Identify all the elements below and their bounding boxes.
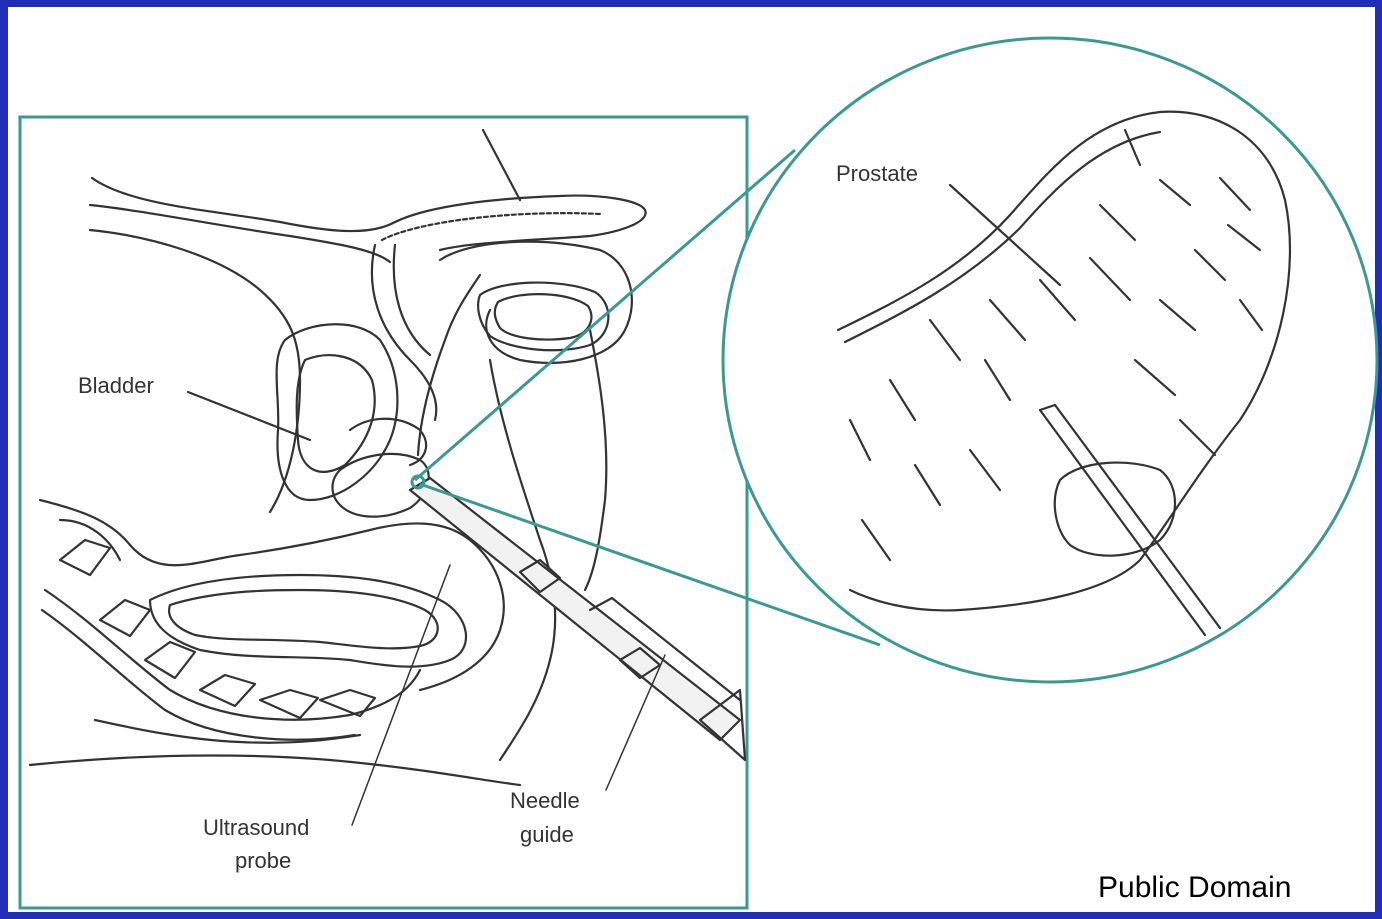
- magnified-view-border: [723, 38, 1377, 682]
- credit-text: Public Domain: [1098, 871, 1291, 904]
- ultrasound-probe-label-line1: Ultrasound: [203, 815, 309, 840]
- pelvis-cross-section: [30, 130, 745, 825]
- bladder-label: Bladder: [78, 373, 154, 398]
- prostate-label: Prostate: [836, 161, 918, 186]
- needle-guide-label-line2: guide: [520, 822, 574, 847]
- needle-guide-label-line1: Needle: [510, 788, 580, 813]
- ultrasound-probe-label-line2: probe: [235, 848, 291, 873]
